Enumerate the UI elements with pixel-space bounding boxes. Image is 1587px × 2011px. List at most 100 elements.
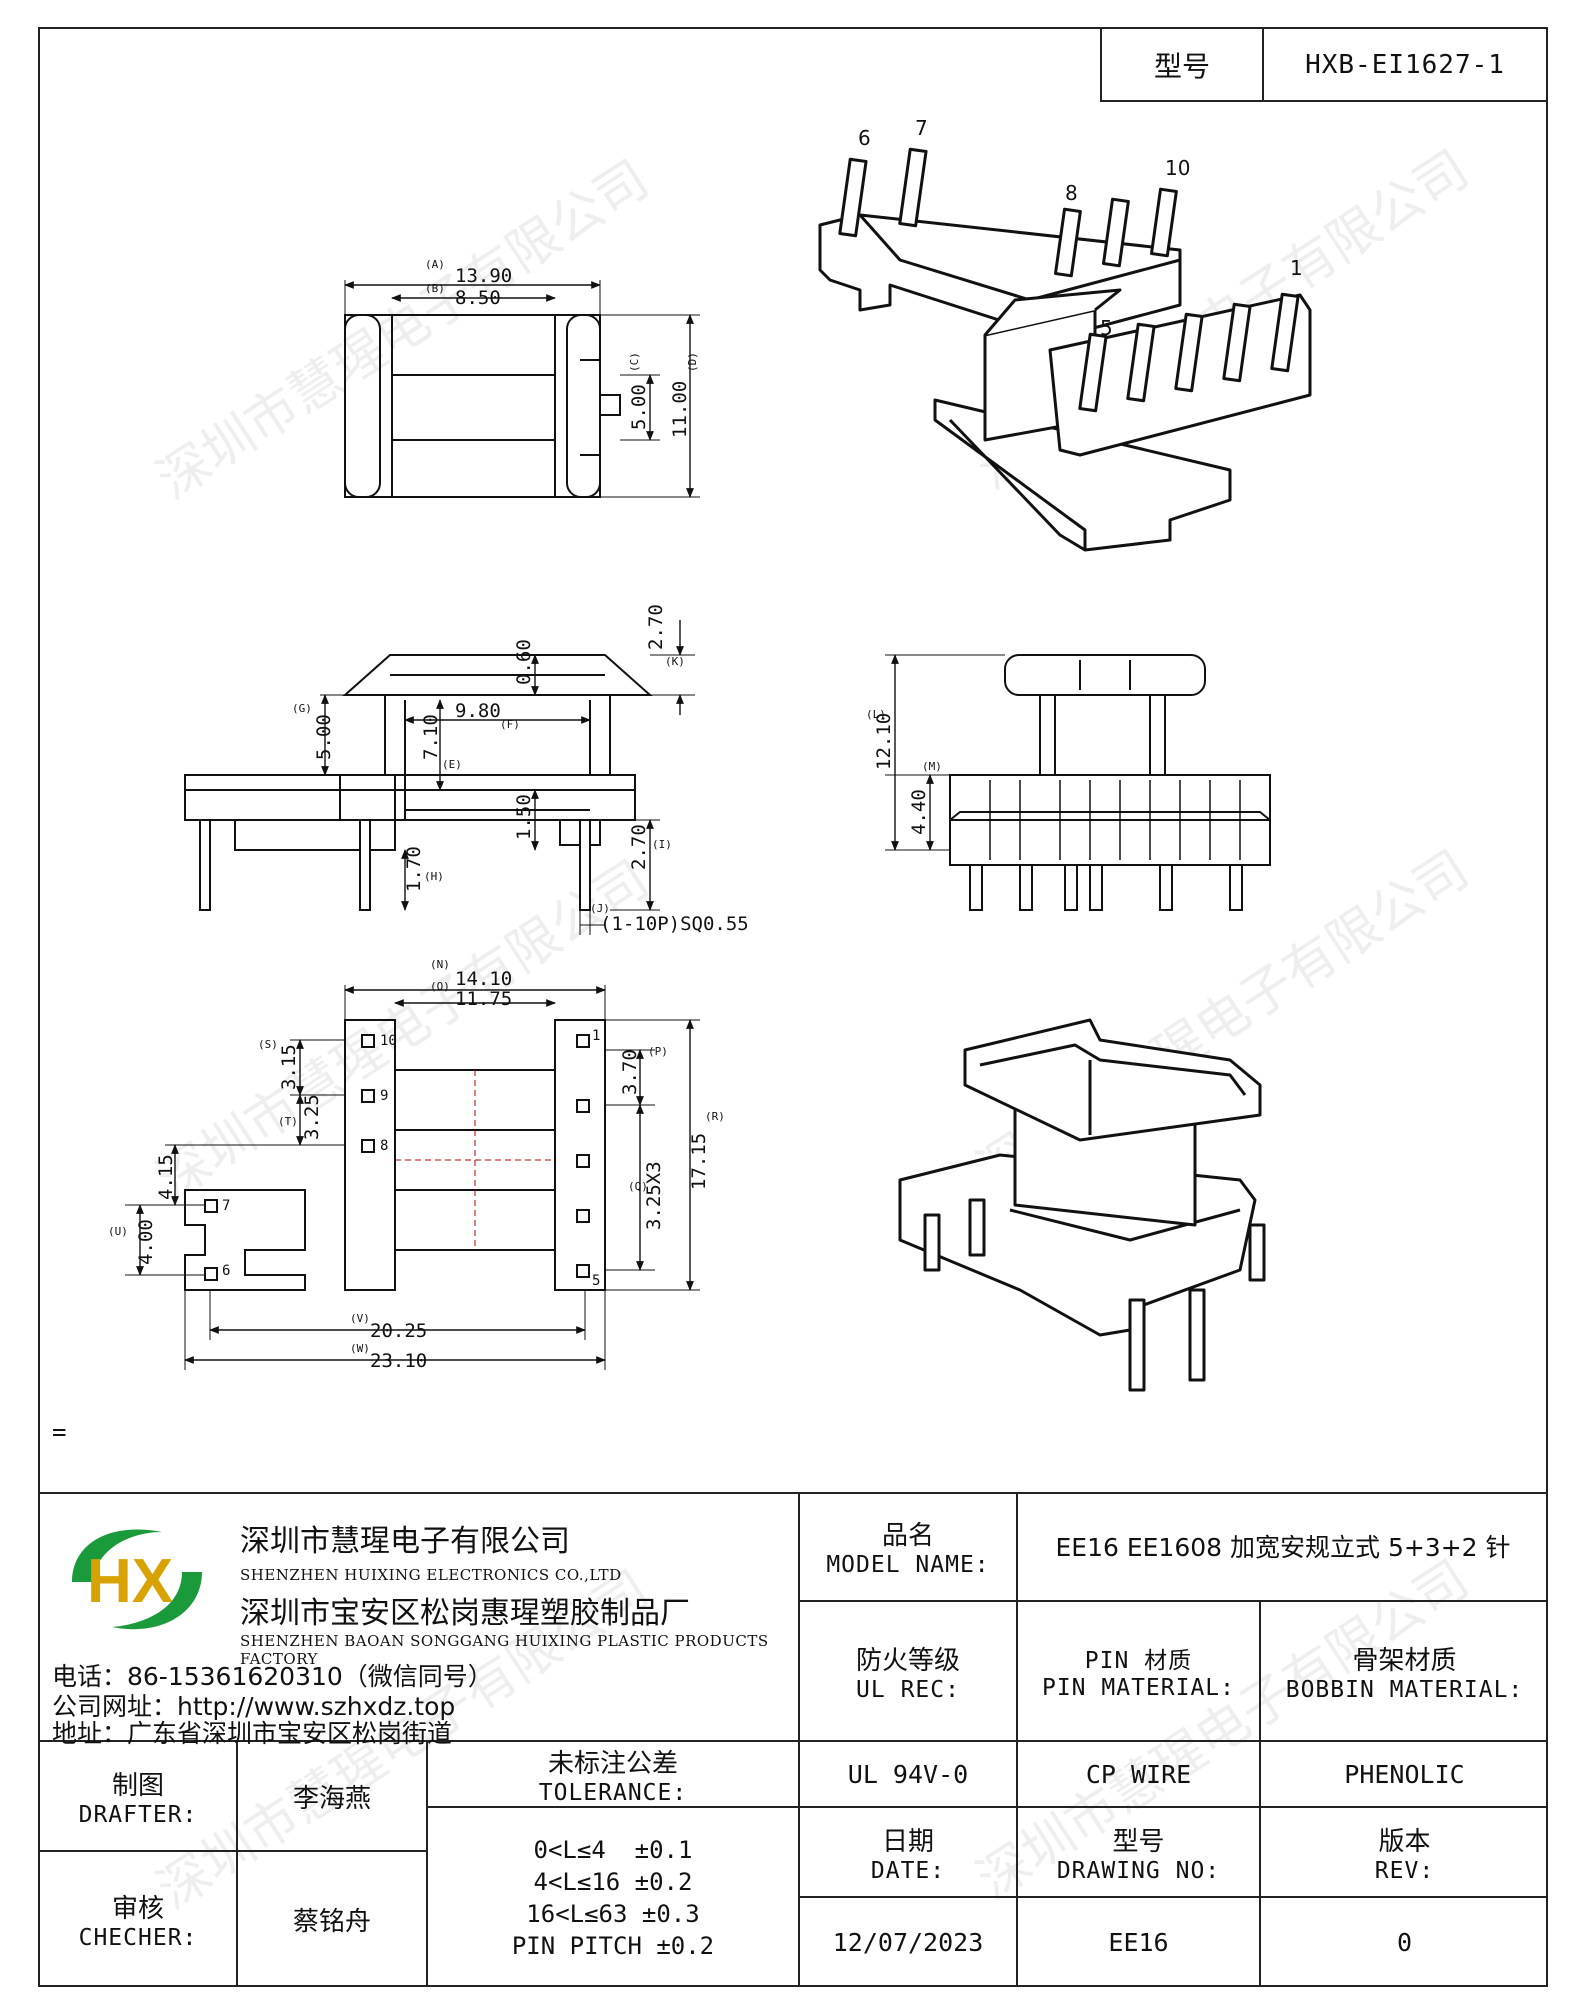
factory-name-en: SHENZHEN BAOAN SONGGANG HUIXING PLASTIC … xyxy=(240,1632,769,1668)
bottom-view xyxy=(125,985,700,1370)
dim-label-l: (L) xyxy=(866,708,886,721)
drafter-name: 李海燕 xyxy=(238,1742,428,1852)
dim-u: 4.15 xyxy=(155,1154,177,1200)
pin-label: 6 xyxy=(222,1263,230,1279)
pin-label: 10 xyxy=(1165,156,1190,180)
company-info: HX 深圳市慧瑆电子有限公司 SHENZHEN HUIXING ELECTRON… xyxy=(40,1492,800,1748)
dim-label-t: (T) xyxy=(278,1115,298,1128)
dim-label-h: (H) xyxy=(424,870,444,883)
drawing-no-cn: 型号 xyxy=(1112,1826,1165,1857)
bobbin-material-cn: 骨架材质 xyxy=(1352,1645,1457,1676)
dim-d: 11.00 xyxy=(669,381,691,438)
model-name-label: 品名 MODEL NAME: xyxy=(800,1492,1018,1602)
bobbin-material-text: PHENOLIC xyxy=(1344,1759,1465,1789)
iso-pin-labels: 6 7 8 10 1 5 xyxy=(858,116,1303,340)
tolerance-values: 0<L≤4 ±0.1 4<L≤16 ±0.2 16<L≤63 ±0.3 PIN … xyxy=(428,1808,800,1987)
pin-material-value: CP WIRE xyxy=(1018,1742,1261,1808)
date-value: 12/07/2023 xyxy=(800,1898,1018,1987)
drawing-no-label: 型号 DRAWING NO: xyxy=(1018,1808,1261,1898)
date-text: 12/07/2023 xyxy=(832,1928,984,1957)
drafter-cn: 制图 xyxy=(111,1770,164,1801)
company-phone: 电话：86-15361620310（微信同号） xyxy=(52,1662,493,1691)
dim-label-b: (B) xyxy=(425,282,445,295)
company-address: 地址：广东省深圳市宝安区松岗街道 xyxy=(52,1719,453,1748)
logo-text: HX xyxy=(87,1547,173,1616)
dim-label-v: (V) xyxy=(350,1312,370,1325)
dim-label-s: (S) xyxy=(258,1038,278,1051)
dim-k: 2.70 xyxy=(645,604,667,650)
dim-c: 5.00 xyxy=(628,384,650,430)
dim-top-gap: 0.60 xyxy=(513,639,535,685)
dim-o: 11.75 xyxy=(455,988,512,1010)
rev-text: 0 xyxy=(1396,1928,1413,1957)
drawing-no-en: DRAWING NO: xyxy=(1056,1857,1221,1884)
dim-label-g: (G) xyxy=(292,702,312,715)
model-number-label: 型号 xyxy=(1102,29,1264,100)
top-view-dims: (A) 13.90 (B) 8.50 5.00 (C) 11.00 (D) xyxy=(425,258,699,438)
company-name-en: SHENZHEN HUIXING ELECTRONICS CO.,LTD xyxy=(240,1566,622,1584)
dim-label-f: (F) xyxy=(500,718,520,731)
dim-label-c: (C) xyxy=(628,352,641,372)
company-logo: HX xyxy=(72,1529,202,1630)
front-view xyxy=(885,654,1271,911)
technical-drawing: (A) 13.90 (B) 8.50 5.00 (C) 11.00 (D) xyxy=(108,116,1312,1392)
model-name-cn: 品名 xyxy=(881,1520,934,1551)
ul-value: UL 94V-0 xyxy=(800,1742,1018,1808)
pin-label: 1 xyxy=(592,1028,600,1044)
dim-l: 12.10 xyxy=(873,713,895,770)
pin-label: 1 xyxy=(1290,256,1303,280)
dim-label-e: (E) xyxy=(442,758,462,771)
dim-m: 4.40 xyxy=(908,789,930,835)
bobbin-material-en: BOBBIN MATERIAL: xyxy=(1285,1676,1524,1703)
dim-q: 3.25X3 xyxy=(643,1161,665,1230)
tolerance-line: 16<L≤63 ±0.3 xyxy=(526,1899,700,1928)
dim-mid: 1.50 xyxy=(513,794,535,840)
pin-label: 5 xyxy=(1100,316,1113,340)
drafter-label: 制图 DRAFTER: xyxy=(40,1742,238,1852)
dim-p: 3.70 xyxy=(619,1049,641,1095)
checker-name-text: 蔡铭舟 xyxy=(292,1907,371,1937)
dim-u2: 4.00 xyxy=(135,1219,157,1265)
pin-label: 9 xyxy=(380,1088,388,1104)
dim-label-k: (K) xyxy=(665,655,685,668)
drawing-no-text: EE16 xyxy=(1108,1928,1169,1957)
dim-label-o: (O) xyxy=(430,980,450,993)
rev-en: REV: xyxy=(1374,1857,1435,1884)
date-label: 日期 DATE: xyxy=(800,1808,1018,1898)
stray-mark: = xyxy=(52,1418,67,1446)
pin-label: 5 xyxy=(592,1273,600,1289)
dim-label-j: (J) xyxy=(590,902,610,915)
bobbin-material-label: 骨架材质 BOBBIN MATERIAL: xyxy=(1261,1602,1548,1742)
dim-label-p: (P) xyxy=(648,1045,668,1058)
dim-e: 7.10 xyxy=(420,714,442,760)
dim-n: 14.10 xyxy=(455,968,512,990)
pin-spec: (1-10P)SQ0.55 xyxy=(600,913,749,935)
company-website: 公司网址：http://www.szhxdz.top xyxy=(52,1692,456,1721)
top-view xyxy=(344,280,700,498)
model-name-text: EE16 EE1608 加宽安规立式 5+3+2 针 xyxy=(1055,1533,1511,1562)
dim-f: 9.80 xyxy=(455,700,501,722)
iso-view-lower xyxy=(898,1018,1266,1392)
title-block: HX 深圳市慧瑆电子有限公司 SHENZHEN HUIXING ELECTRON… xyxy=(38,1492,1548,1987)
dim-label-d: (D) xyxy=(686,352,699,372)
tolerance-cn: 未标注公差 xyxy=(547,1748,678,1779)
drawing-no-value: EE16 xyxy=(1018,1898,1261,1987)
dim-label-i: (I) xyxy=(652,838,672,851)
dim-v: 20.25 xyxy=(370,1320,427,1342)
pin-material-en: PIN MATERIAL: xyxy=(1041,1675,1235,1701)
ul-en: UL REC: xyxy=(856,1676,960,1703)
checker-name: 蔡铭舟 xyxy=(238,1852,428,1987)
model-name-en: MODEL NAME: xyxy=(826,1551,990,1578)
dim-a: 13.90 xyxy=(455,265,512,287)
tolerance-line: 0<L≤4 ±0.1 xyxy=(533,1835,693,1864)
dim-label-q: (Q) xyxy=(628,1180,648,1193)
rev-cn: 版本 xyxy=(1378,1826,1431,1857)
pin-material-text: CP WIRE xyxy=(1085,1759,1192,1789)
factory-name: 深圳市宝安区松岗惠瑆塑胶制品厂 xyxy=(240,1596,690,1631)
drafter-en: DRAFTER: xyxy=(78,1801,198,1828)
bobbin-material-value: PHENOLIC xyxy=(1261,1742,1548,1808)
rev-value: 0 xyxy=(1261,1898,1548,1987)
side-view-dims: 2.70 (K) 0.60 (G) 5.00 9.80 (F) 7.10 (E)… xyxy=(292,604,749,935)
checker-en: CHECHER: xyxy=(78,1925,198,1951)
ul-label: 防火等级 UL REC: xyxy=(800,1602,1018,1742)
